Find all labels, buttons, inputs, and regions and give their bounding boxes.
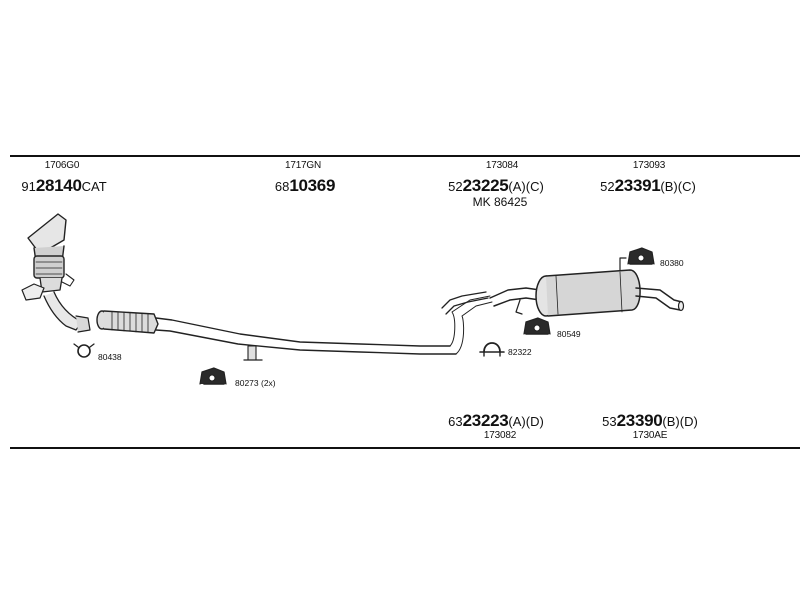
callout-label: 80438 (98, 352, 122, 362)
clamp-80438 (73, 343, 95, 358)
callout-label: 80549 (557, 329, 581, 339)
hanger-80380 (627, 247, 655, 265)
callout-label: 80380 (660, 258, 684, 268)
hanger-80549 (523, 317, 551, 335)
part-number: 5323390(B)(D) (602, 411, 698, 430)
top-rule (10, 155, 800, 157)
mk-kit-label: MK 86425 (472, 195, 528, 209)
ref-code: 173084 (485, 160, 519, 171)
part-number: 5223225(A)(C) (448, 176, 544, 195)
clamp-82322 (479, 342, 505, 357)
part-number: 6810369 (274, 176, 336, 195)
hanger-80273 (199, 367, 227, 385)
ref-code: 173082 (483, 430, 517, 441)
part-number: 6323223(A)(D) (448, 411, 544, 430)
bottom-rule (10, 447, 800, 449)
callout-label: 80273 (2x) (235, 378, 276, 388)
catalytic-converter (21, 213, 91, 333)
part-number: 9128140CAT (21, 176, 107, 195)
front-pipe (96, 291, 493, 361)
ref-code: 1717GN (284, 160, 322, 171)
ref-code: 173093 (632, 160, 666, 171)
rear-silencer (489, 257, 685, 317)
part-number: 5223391(B)(C) (600, 176, 696, 195)
ref-code: 1730AE (632, 430, 668, 441)
ref-code: 1706G0 (44, 160, 80, 171)
callout-label: 82322 (508, 347, 532, 357)
